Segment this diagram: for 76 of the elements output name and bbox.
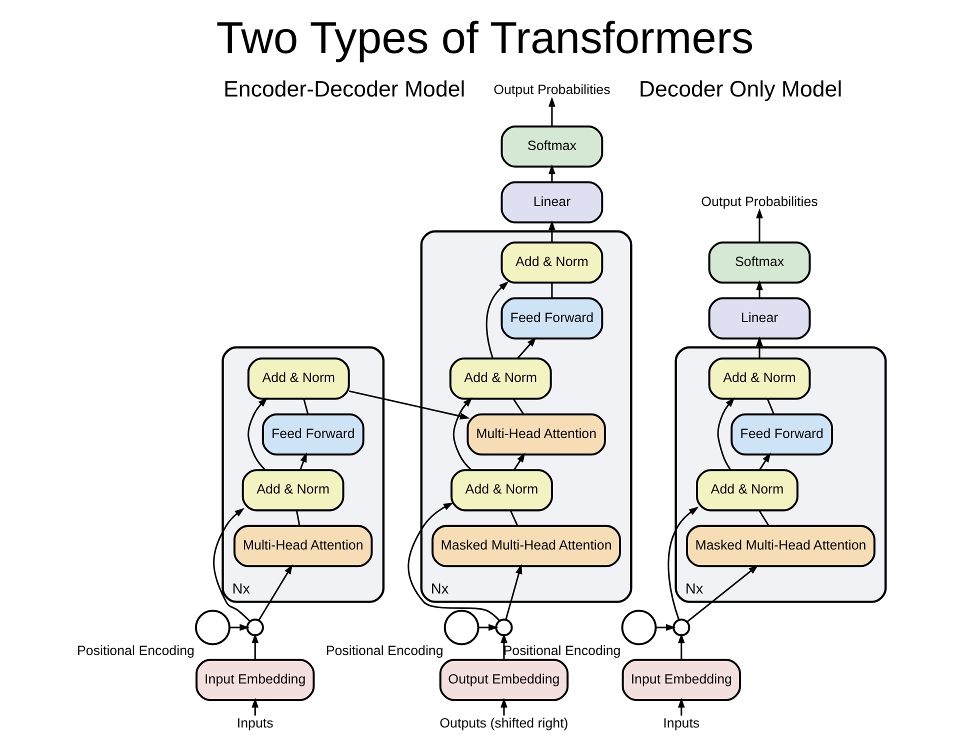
- node-box: Add & Norm: [696, 469, 798, 512]
- arrow: [678, 698, 685, 716]
- arrow: [408, 502, 500, 622]
- node-box: Input Embedding: [196, 658, 315, 702]
- arrow: [252, 633, 259, 660]
- node-box: Add & Norm: [242, 469, 344, 512]
- node-label: Positional Encoding: [326, 642, 444, 658]
- node-box: Add & Norm: [450, 469, 553, 512]
- node-box: Multi-Head Attention: [466, 413, 606, 456]
- node-box: Linear: [500, 181, 604, 224]
- node-box: Masked Multi-Head Attention: [432, 524, 622, 568]
- node-box: Feed Forward: [730, 413, 834, 456]
- node-circle: [495, 618, 513, 636]
- arrow: [299, 452, 307, 470]
- node-text: Output Probabilities: [701, 194, 818, 209]
- connector: [510, 510, 518, 526]
- node-box: Feed Forward: [262, 413, 364, 456]
- arrow: [230, 624, 250, 631]
- arrow: [717, 397, 735, 471]
- arrow: [758, 452, 771, 470]
- node-label: Nx: [685, 581, 704, 598]
- node-label: Positional Encoding: [503, 642, 621, 658]
- arrow: [548, 96, 556, 126]
- connector: [512, 398, 524, 415]
- node-box: Input Embedding: [622, 658, 741, 702]
- arrow: [668, 506, 699, 620]
- connector: [758, 510, 770, 526]
- node-label: Nx: [430, 581, 449, 598]
- node-box: Add & Norm: [500, 242, 604, 284]
- arrow: [213, 508, 251, 622]
- arrow: [756, 208, 763, 242]
- arrow: [505, 564, 522, 620]
- diagram-title: Two Types of Transformers: [216, 14, 754, 63]
- arrow: [478, 624, 498, 631]
- node-circle: [194, 610, 230, 646]
- label: Decoder Only Model: [638, 76, 842, 102]
- label: Encoder-Decoder Model: [224, 76, 466, 102]
- node-circle: [246, 618, 264, 636]
- node-box: Add & Norm: [247, 358, 350, 400]
- arrow: [756, 336, 763, 359]
- node-box: Feed Forward: [500, 297, 604, 340]
- arrow: [548, 220, 556, 242]
- arrow: [452, 397, 472, 471]
- node-box: Softmax: [708, 242, 811, 284]
- node-box: Multi-Head Attention: [233, 524, 373, 568]
- arrow: [500, 698, 508, 716]
- arrow: [252, 698, 259, 716]
- node-text: Outputs (shifted right): [440, 715, 568, 730]
- node-box: Add & Norm: [449, 358, 552, 400]
- node-box: Add & Norm: [708, 358, 811, 400]
- arrow: [248, 397, 268, 471]
- node-circle: [672, 618, 690, 636]
- arrow: [500, 633, 508, 660]
- node-label: Positional Encoding: [76, 642, 194, 658]
- arrow: [756, 280, 763, 298]
- node-text: Output Probabilities: [494, 82, 610, 98]
- node-box: Linear: [708, 297, 811, 340]
- arrow: [258, 564, 293, 621]
- node-text: Inputs: [663, 715, 700, 730]
- connector: [551, 282, 553, 298]
- node-box: Softmax: [500, 125, 604, 168]
- connector: [766, 398, 775, 415]
- node-text: Inputs: [236, 715, 274, 730]
- node-circle: [444, 610, 480, 646]
- node-circle: [621, 610, 657, 646]
- arrow: [686, 564, 758, 622]
- node-box: Masked Multi-Head Attention: [686, 524, 876, 568]
- connector: [303, 398, 309, 414]
- arrow: [486, 281, 509, 358]
- arrow: [516, 336, 536, 360]
- node-box: Output Embedding: [439, 658, 569, 702]
- connector: [296, 510, 300, 526]
- arrow: [678, 633, 685, 660]
- arrow: [513, 452, 526, 470]
- arrow: [348, 390, 470, 420]
- arrow: [656, 624, 676, 631]
